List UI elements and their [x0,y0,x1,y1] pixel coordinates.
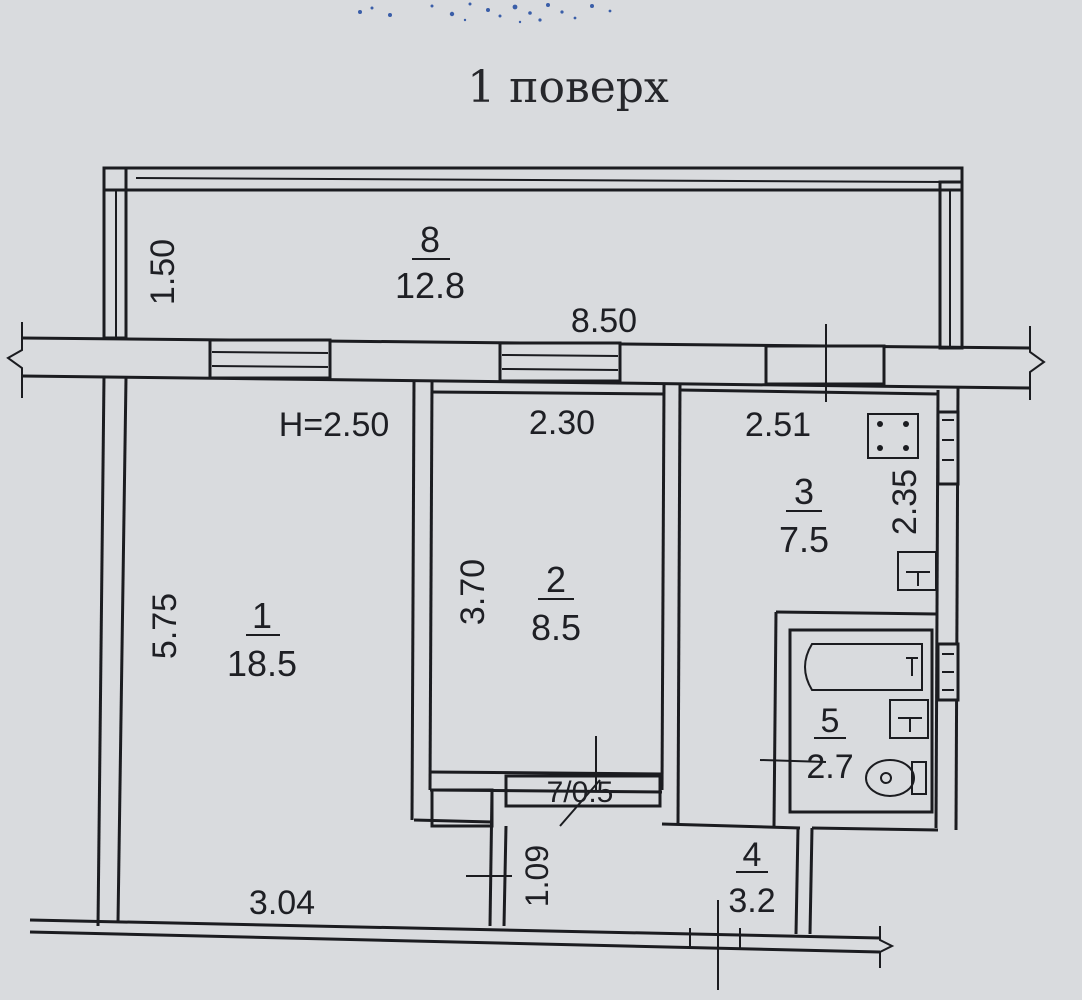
total-width-label: 8.50 [571,302,637,340]
room-2-area: 8.5 [531,607,581,648]
room-labels: 8 12.8 1 18.5 2 8.5 3 7.5 5 2.7 4 3.2 [227,219,854,920]
room-1 [96,375,128,927]
balcony [102,166,964,350]
room-5 [759,628,960,814]
room2-depth-label: 3.70 [454,559,492,625]
bathtub-icon [804,643,923,691]
exterior-wall-south [29,918,895,968]
room-3-area: 7.5 [779,519,829,560]
room-5-area: 2.7 [806,748,853,786]
floor-title: 1 поверх [467,62,669,113]
room-5-number: 5 [821,702,840,740]
room-4 [661,822,939,990]
room-4-number: 4 [743,836,762,874]
room1-width-label: 3.04 [249,884,315,922]
kitchen-sink-icon [897,551,937,591]
room1-depth-label: 5.75 [146,593,184,659]
toilet-icon [865,759,927,797]
exterior-wall-north [6,322,1046,402]
balcony-depth-label: 1.50 [144,239,182,305]
room-4-area: 3.2 [728,882,775,920]
room-2-number: 2 [546,559,566,600]
bathroom-sink-icon [889,699,929,739]
room-8-number: 8 [420,219,440,260]
dimension-labels: 1.50 8.50 H=2.50 2.30 2.51 2.35 5.75 3.7… [144,239,924,922]
decorative-dots [358,2,612,24]
hall-door [430,788,512,927]
room-8-area: 12.8 [395,265,465,306]
stove-icon [867,413,919,459]
room3-width-label: 2.51 [745,406,811,444]
room-1-area: 18.5 [227,643,297,684]
room-3-number: 3 [794,471,814,512]
room-3 [679,387,960,831]
ceiling-height-label: H=2.50 [279,406,390,444]
closet-label: 7/0.5 [547,776,614,809]
room3-depth-label: 2.35 [886,469,924,535]
room-1-number: 1 [252,595,272,636]
closet-7: 7/0.5 [504,736,662,827]
hall-depth-label: 1.09 [519,845,555,907]
partition-1-2 [410,381,493,824]
room2-width-label: 2.30 [529,404,595,442]
